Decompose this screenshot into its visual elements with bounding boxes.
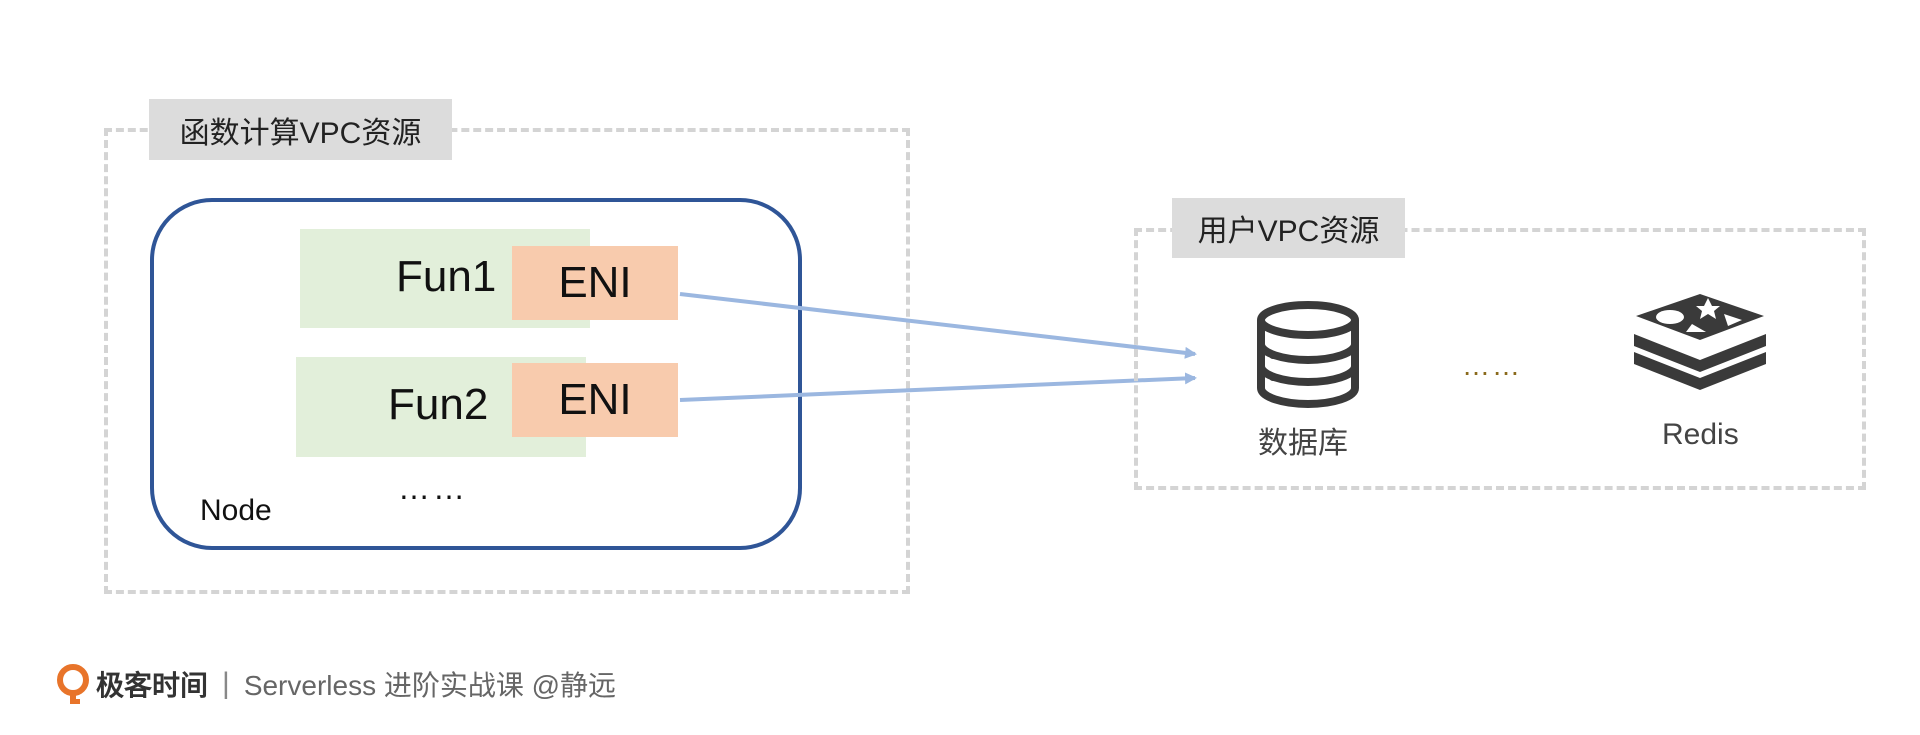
node-label: Node — [200, 494, 272, 527]
footer-brand: 极客时间 — [96, 670, 209, 701]
redis-icon — [1634, 294, 1766, 390]
function-vpc-label: 函数计算VPC资源 — [149, 99, 452, 160]
user-vpc-region — [1134, 228, 1866, 490]
function-vpc-region — [104, 128, 910, 594]
function-1-label: Fun1 — [396, 252, 497, 301]
function-2-label: Fun2 — [388, 380, 489, 429]
footer: 极客时间 | Serverless 进阶实战课 @静远 — [56, 664, 616, 704]
function-1-eni: ENI — [512, 246, 678, 320]
database-label: 数据库 — [1258, 427, 1348, 460]
geektime-logo-icon — [57, 664, 89, 704]
footer-course: Serverless 进阶实战课 @静远 — [243, 670, 617, 701]
eni-1-arrow — [679, 292, 1197, 359]
node-container — [150, 198, 802, 550]
eni-2-arrow — [679, 372, 1197, 402]
database-icon — [1257, 301, 1359, 408]
footer-separator: | — [222, 667, 230, 700]
redis-label: Redis — [1662, 418, 1739, 451]
more-resources-ellipsis: …… — [1462, 350, 1522, 381]
more-functions-ellipsis: …… — [398, 470, 468, 506]
function-2-eni: ENI — [512, 363, 678, 437]
user-vpc-label: 用户VPC资源 — [1172, 198, 1405, 258]
